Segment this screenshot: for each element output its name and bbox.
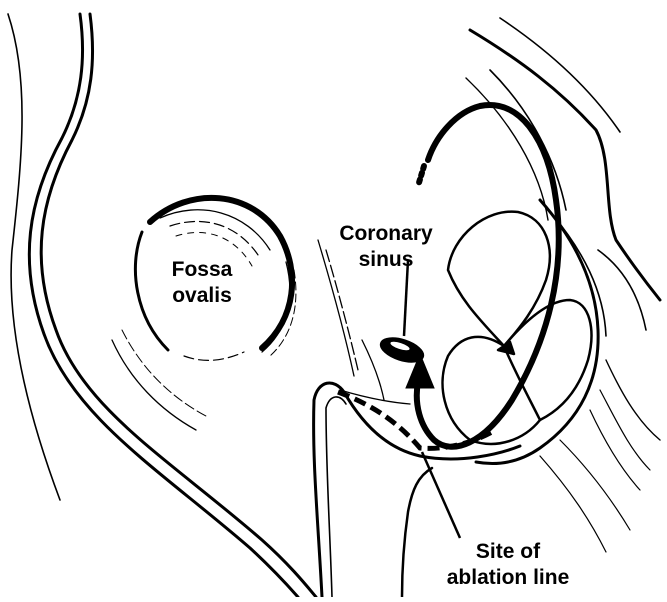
coronary-sinus-label-line1: Coronary [339,222,433,245]
ablation-site-label-line1: Site of [476,540,541,563]
valve-leaflets [443,212,592,444]
coronary-sinus-label-line2: sinus [359,248,414,271]
fossa-ovalis [112,198,296,430]
coronary-sinus-ostium [378,260,426,366]
ablation-leader [422,452,460,538]
coronary-sinus-leader [404,260,408,336]
ablation-site-label-line2: ablation line [447,566,570,589]
fossa-ovalis-label-line2: ovalis [172,284,232,307]
fossa-ovalis-label-line1: Fossa [172,258,233,281]
left-atrial-wall [8,14,316,597]
